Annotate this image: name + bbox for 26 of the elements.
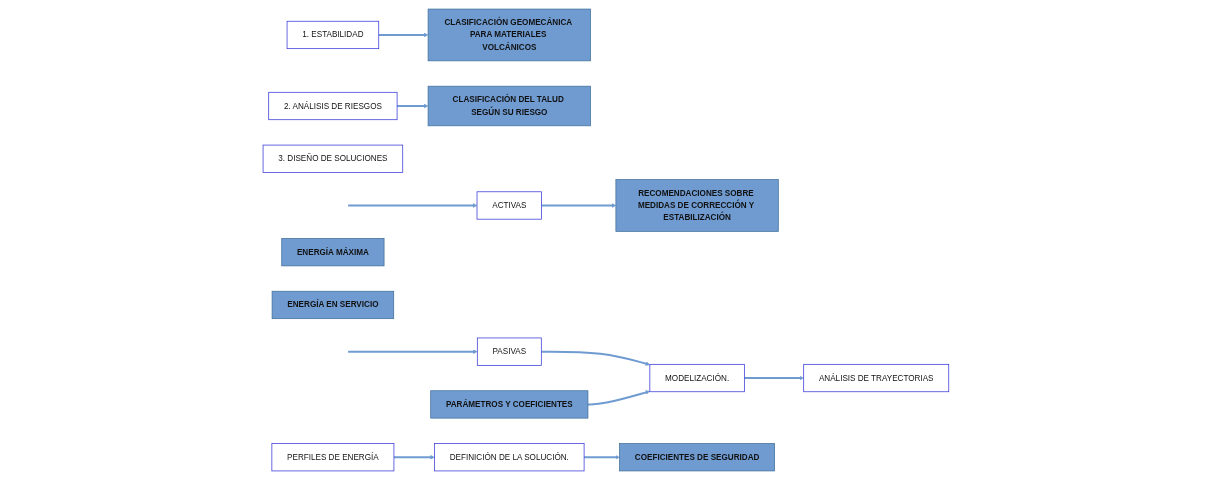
node-box: ANÁLISIS DE TRAYECTORIAS bbox=[803, 363, 950, 392]
arrow bbox=[378, 32, 429, 37]
node-box: DEFINICIÓN DE LA SOLUCIÓN. bbox=[434, 442, 585, 471]
node-box: PARÁMETROS Y COEFICIENTES bbox=[430, 389, 589, 418]
arrow bbox=[744, 375, 804, 380]
arrow bbox=[584, 454, 620, 459]
arrow bbox=[588, 389, 651, 405]
node-box: ENERGÍA EN SERVICIO bbox=[271, 290, 395, 319]
arrow bbox=[348, 202, 478, 208]
node-box: ACTIVAS bbox=[476, 190, 543, 220]
node-box: PERFILES DE ENERGÍA bbox=[271, 442, 395, 471]
node-box: CLASIFICACIÓN DEL TALUD SEGÚN SU RIESGO bbox=[427, 85, 591, 126]
arrow bbox=[348, 348, 478, 354]
node-box: ENERGÍA MÁXIMA bbox=[281, 237, 385, 266]
node-box: 2. ANÁLISIS DE RIESGOS bbox=[268, 91, 398, 120]
node-box: 3. DISEÑO DE SOLUCIONES bbox=[262, 144, 404, 173]
node-box: MODELIZACIÓN. bbox=[649, 363, 745, 392]
node-box: CLASIFICACIÓN GEOMECÁNICA PARA MATERIALES VOLCÁNICOS bbox=[427, 8, 591, 61]
arrow bbox=[394, 454, 435, 459]
node-box: RECOMENDACIONES SOBRE MEDIDAS DE CORRECCIÓN Y ESTABILIZACIÓN bbox=[615, 178, 779, 232]
node-box: PASIVAS bbox=[477, 337, 542, 366]
node-box: 1. ESTABILIDAD bbox=[286, 20, 380, 49]
arrow bbox=[541, 202, 617, 208]
arrow bbox=[541, 350, 651, 366]
node-box: COEFICIENTES DE SEGURIDAD bbox=[619, 442, 776, 471]
arrow bbox=[397, 103, 429, 108]
